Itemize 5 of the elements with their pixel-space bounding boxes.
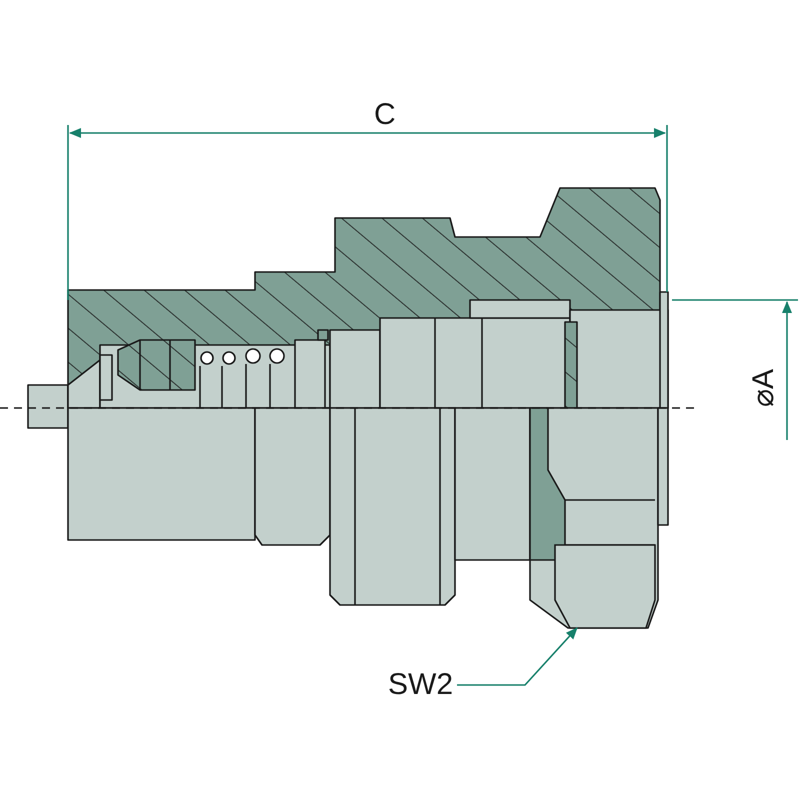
leader-line bbox=[457, 627, 578, 686]
hex-nut-face bbox=[554, 544, 656, 629]
dimension-label: C bbox=[374, 100, 396, 130]
dimension-label: ⌀A bbox=[749, 369, 779, 407]
part-label: SW2 bbox=[388, 670, 454, 700]
